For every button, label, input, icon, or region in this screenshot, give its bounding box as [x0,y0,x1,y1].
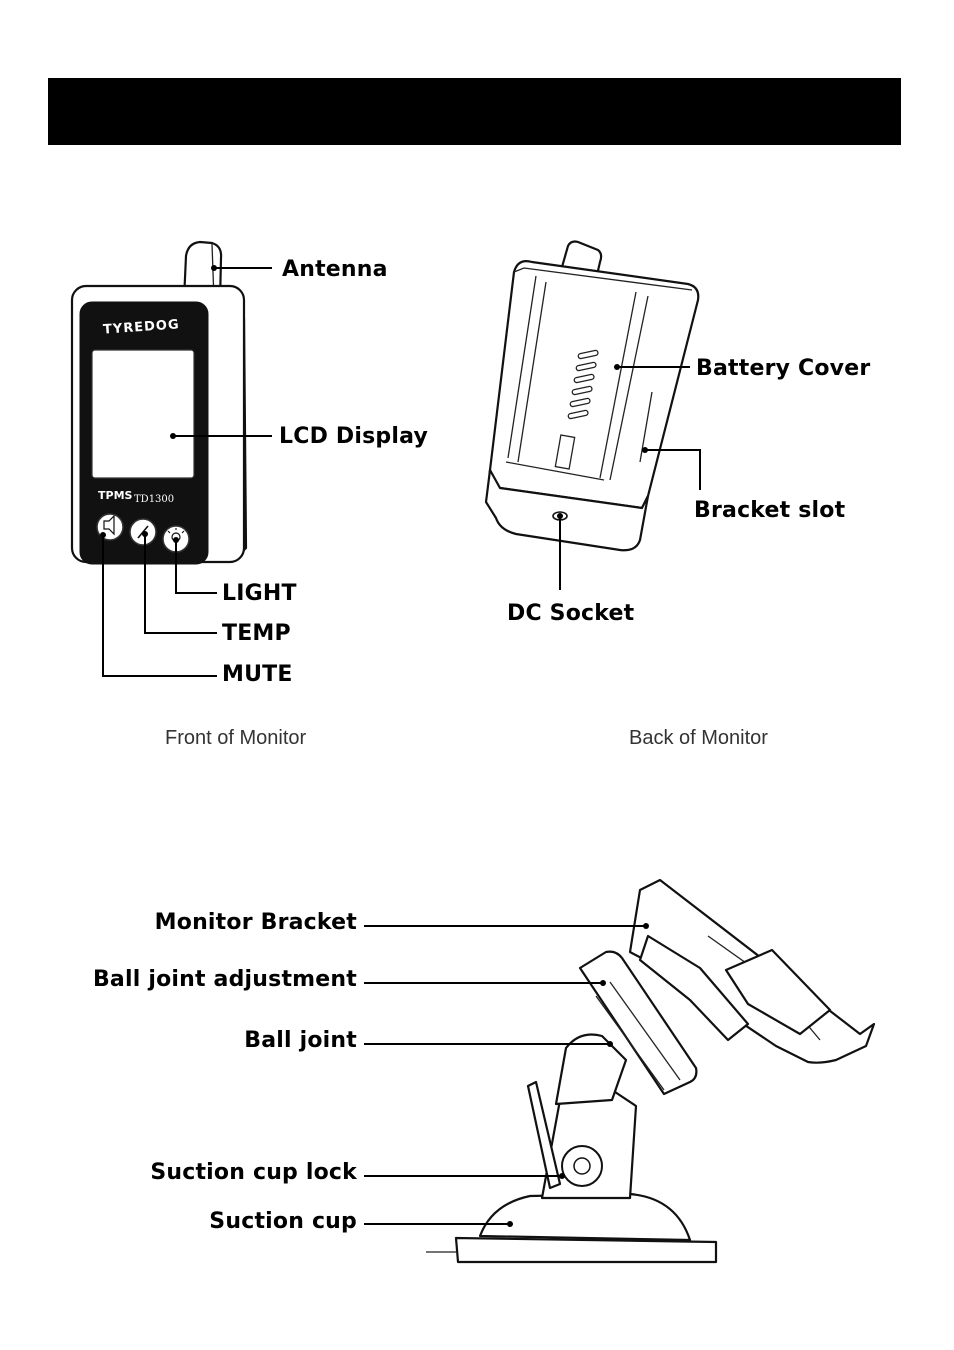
caption-front-of-monitor: Front of Monitor [165,727,307,749]
device-tpms-text: TPMS [98,489,133,502]
device-model-text: TD1300 [134,494,175,505]
label-suction-cup-lock: Suction cup lock [150,1160,357,1185]
label-ball-joint-adjustment: Ball joint adjustment [92,967,357,992]
front-monitor-illustration [70,240,272,677]
bracket-illustration [364,878,876,1264]
label-mute: MUTE [222,662,293,687]
label-bracket-slot: Bracket slot [694,498,846,523]
label-light: LIGHT [222,581,297,606]
label-lcd-display: LCD Display [279,424,428,449]
label-battery-cover: Battery Cover [696,356,871,381]
header-bar [48,78,901,145]
label-temp: TEMP [222,621,291,646]
caption-back-of-monitor: Back of Monitor [629,727,768,749]
label-ball-joint: Ball joint [244,1028,357,1053]
label-dc-socket: DC Socket [507,601,635,626]
label-suction-cup: Suction cup [209,1209,357,1234]
back-monitor-illustration [484,240,701,590]
label-monitor-bracket: Monitor Bracket [154,910,357,935]
label-antenna: Antenna [282,257,388,282]
